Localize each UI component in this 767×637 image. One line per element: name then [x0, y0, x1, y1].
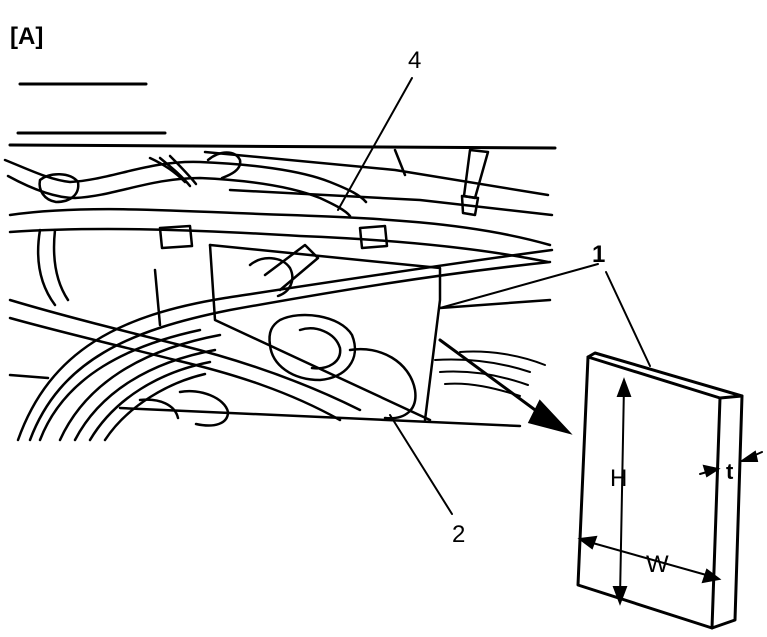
leader-lines	[337, 77, 651, 515]
filter-element	[576, 351, 744, 630]
dimension-t-label: t	[726, 459, 734, 484]
dimension-w-label: W	[646, 551, 669, 578]
dash-panel-edges	[8, 82, 557, 150]
dimension-arrows	[577, 377, 763, 606]
panel-label: [A]	[10, 23, 43, 50]
callout-1: 1	[592, 241, 605, 268]
callout-4: 4	[408, 47, 421, 74]
blower-unit	[153, 243, 442, 422]
duct-hoses	[8, 228, 554, 442]
hose-assembly	[3, 148, 490, 218]
removal-arrow	[438, 338, 573, 435]
dashboard-frame	[8, 148, 554, 428]
dimension-h-label: H	[610, 465, 627, 492]
left-clips	[38, 173, 389, 250]
callout-2: 2	[452, 521, 465, 548]
shading-lines	[434, 350, 546, 397]
